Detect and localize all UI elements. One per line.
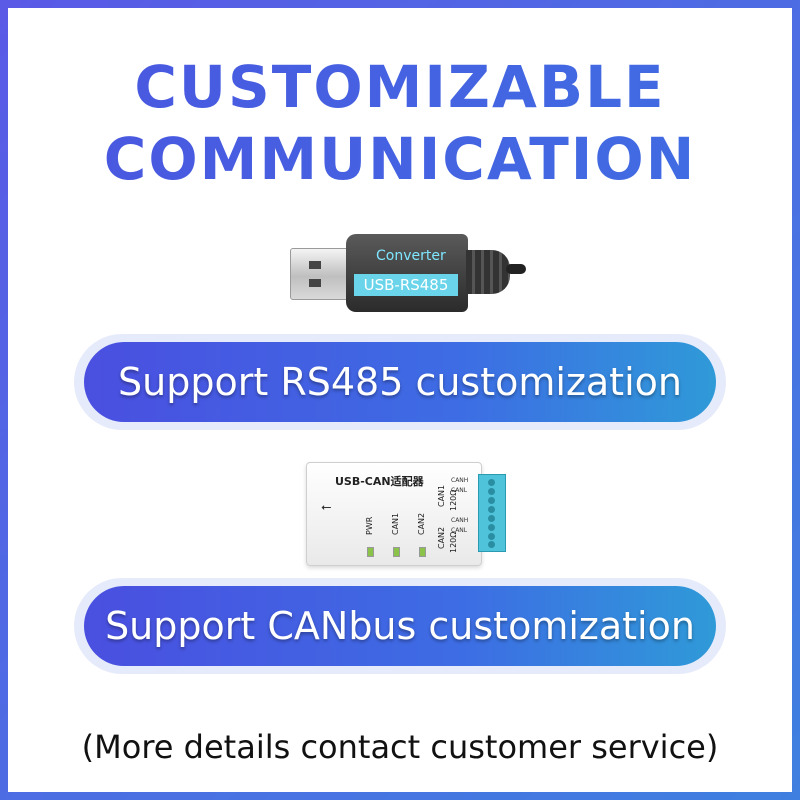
terminal-screw [488,488,495,495]
pwr-label: PWR [365,516,374,535]
converter-model-label: USB-RS485 [354,274,458,296]
pwr-led [367,547,374,557]
terminal-block [478,474,506,552]
canbus-pill-halo: Support CANbus customization [74,578,726,674]
terminal-screw [488,497,495,504]
canh-1-label: CANH [451,477,469,484]
terminal-screw [488,524,495,531]
can1-port-label: CAN1 [437,484,446,507]
terminal-screw [488,541,495,548]
can1-label: CAN1 [391,512,400,535]
usb-rs485-converter-image: Converter USB-RS485 [290,234,530,314]
res-2-label: 120Ω [449,531,458,553]
converter-body: Converter USB-RS485 [346,234,468,312]
contact-note: (More details contact customer service) [81,728,719,766]
canbus-customization-banner: Support CANbus customization [84,586,716,666]
can1-led [393,547,400,557]
canh-2-label: CANH [451,517,469,524]
rs485-customization-banner: Support RS485 customization [84,342,716,422]
usb-can-adapter-image: USB-CAN适配器 ⭠ PWR CAN1 CAN2 CANH CANL CAN… [306,462,524,566]
terminal-screw [488,533,495,540]
cable [506,264,526,274]
converter-brand-text: Converter [376,248,446,264]
canl-2-label: CANL [451,527,468,534]
heading-line-2: COMMUNICATION [0,124,800,194]
canl-1-label: CANL [451,487,468,494]
terminal-screw [488,515,495,522]
usb-symbol-icon: ⭠ [321,499,332,514]
usb-plug-hole [309,279,321,287]
heading-line-1: CUSTOMIZABLE [0,52,800,122]
can2-led [419,547,426,557]
can2-port-label: CAN2 [437,526,446,549]
rs485-pill-halo: Support RS485 customization [74,334,726,430]
adapter-title: USB-CAN适配器 [335,475,424,488]
terminal-screw [488,506,495,513]
terminal-screw [488,479,495,486]
can2-label: CAN2 [417,512,426,535]
res-1-label: 120Ω [449,489,458,511]
usb-plug [290,248,356,300]
cable-strain-relief [466,250,510,294]
usb-plug-hole [309,261,321,269]
adapter-body: USB-CAN适配器 ⭠ PWR CAN1 CAN2 CANH CANL CAN… [306,462,482,566]
